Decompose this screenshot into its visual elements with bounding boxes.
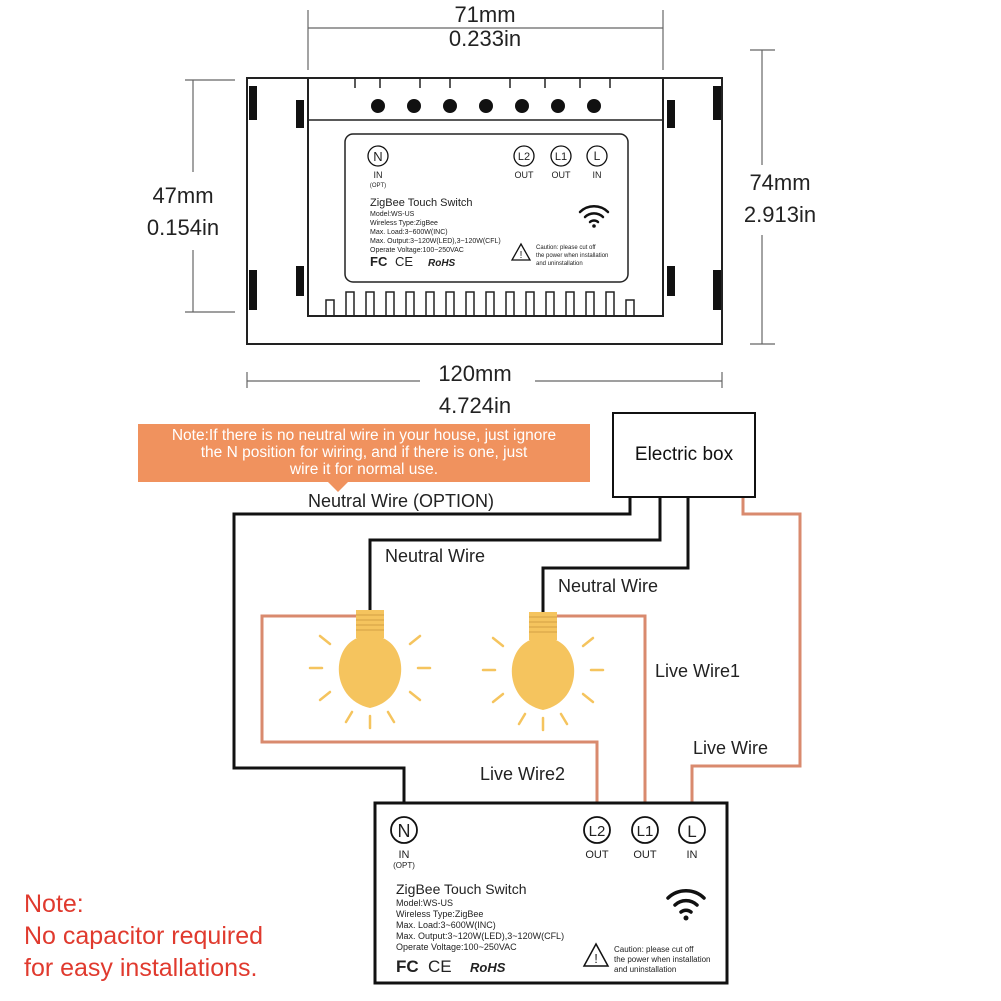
switch-model-top: Model:WS-US [370,211,415,218]
terminal-l-in-top: IN [593,170,602,180]
fc-mark: FC [396,957,419,976]
switch-voltage-top: Operate Voltage:100~250VAC [370,247,464,254]
live-wire-1 [556,614,647,818]
terminal-l1-out: OUT [633,849,657,861]
caution-1: Caution: please cut off [614,945,694,954]
label-plate-top [344,133,629,283]
note-banner-tail [328,482,348,492]
wires [232,498,690,818]
dimension-lines [185,10,775,388]
caution-1-top: Caution: please cut off [536,245,596,251]
switch-wireless-top: Wireless Type:ZigBee [370,220,438,227]
terminal-n-opt: (OPT) [393,861,415,870]
capacitor-note-line2: No capacitor required [24,922,264,950]
label-neutral-option: Neutral Wire (OPTION) [308,491,494,511]
neutral-note-banner: Note:If there is no neutral wire in your… [138,424,590,492]
wifi-icon-bottom [666,889,706,921]
dim-outer-width-in: 4.724in [439,393,511,418]
switch-maxload-top: Max. Load:3~600W(INC) [370,229,448,236]
live-wire-2 [260,614,599,818]
rohs-mark: RoHS [470,960,506,975]
switch-title-top: ZigBee Touch Switch [370,197,473,209]
switch-model: Model:WS-US [396,898,453,908]
terminal-l2-out-top: OUT [515,170,535,180]
switch-voltage: Operate Voltage:100~250VAC [396,942,517,952]
warning-icon-bottom: ! [582,942,610,967]
terminal-l1-out-top: OUT [552,170,572,180]
rohs-mark-top: RoHS [428,258,456,269]
capacitor-note-line3: for easy installations. [24,954,258,982]
terminal-l-in: IN [687,849,698,861]
terminal-n-in-top: IN [374,170,383,180]
vent-teeth [325,291,635,316]
terminal-n-in: IN [399,849,410,861]
neutral-wire-bulb1 [368,498,662,610]
terminal-l1-label: L1 [637,823,654,840]
terminal-l2-label-top: L2 [518,151,530,163]
caution-3-top: and uninstallation [536,261,583,267]
switch-wireless: Wireless Type:ZigBee [396,909,483,919]
capacitor-note-line1: Note: [24,890,84,918]
bulb-1 [308,610,432,730]
electric-box-label: Electric box [634,444,734,465]
dim-height-mm: 47mm [152,183,213,208]
caution-2: the power when installation [614,955,711,964]
label-live-1: Live Wire1 [655,661,740,681]
device-top-view: N IN (OPT) L2 L1 L OUT OUT IN ZigBee Tou… [246,77,723,345]
switch-body [373,801,729,985]
note-banner-line3: wire it for normal use. [289,461,439,478]
capacitor-note: Note: No capacitor required for easy ins… [24,888,263,984]
dim-width-in: 0.233in [449,26,521,51]
note-banner-line1: Note:If there is no neutral wire in your… [171,427,557,444]
label-live-2: Live Wire2 [480,764,565,784]
terminal-n-label-top: N [373,149,382,164]
ce-mark-top: CE [395,254,413,269]
ce-mark: CE [428,957,452,976]
live-wires [260,498,802,818]
dim-outer-height-in: 2.913in [744,202,816,227]
switch-maxoutput: Max. Output:3~120W(LED),3~120W(CFL) [396,931,564,941]
dim-outer-width-mm: 120mm [438,361,511,386]
terminal-l2-out: OUT [585,849,609,861]
bulb-2 [481,612,605,732]
svg-text:!: ! [520,250,523,261]
terminal-n-opt-top: (OPT) [370,183,386,189]
dim-outer-height-mm: 74mm [749,170,810,195]
dim-width-mm: 71mm [454,2,515,27]
switch-title: ZigBee Touch Switch [396,881,526,897]
warning-icon: ! [510,242,532,261]
note-banner-line2: the N position for wiring, and if there … [200,444,528,461]
dim-height-in: 0.154in [147,215,219,240]
label-neutral-2: Neutral Wire [558,576,658,596]
wifi-icon [578,205,610,228]
switch-maxoutput-top: Max. Output:3~120W(LED),3~120W(CFL) [370,238,501,245]
switch-bottom: N IN (OPT) L2 L1 L OUT OUT IN ZigBee Tou… [373,801,729,985]
terminal-l-label-top: L [594,149,601,163]
terminal-l1-label-top: L1 [555,151,567,163]
terminal-l2-label: L2 [589,823,606,840]
neutral-option-wire [232,498,632,818]
caution-3: and uninstallation [614,965,676,974]
caution-2-top: the power when installation [536,253,608,259]
screw-holes [371,99,601,113]
label-neutral-1: Neutral Wire [385,546,485,566]
terminal-n-label: N [398,821,411,841]
electric-box: Electric box [612,412,756,498]
fc-mark-top: FC [370,254,388,269]
neutral-wire-bulb2 [541,498,690,612]
svg-text:!: ! [594,951,598,966]
live-wire [690,498,802,818]
label-live: Live Wire [693,738,768,758]
terminal-l-label: L [687,822,696,841]
switch-maxload: Max. Load:3~600W(INC) [396,920,496,930]
